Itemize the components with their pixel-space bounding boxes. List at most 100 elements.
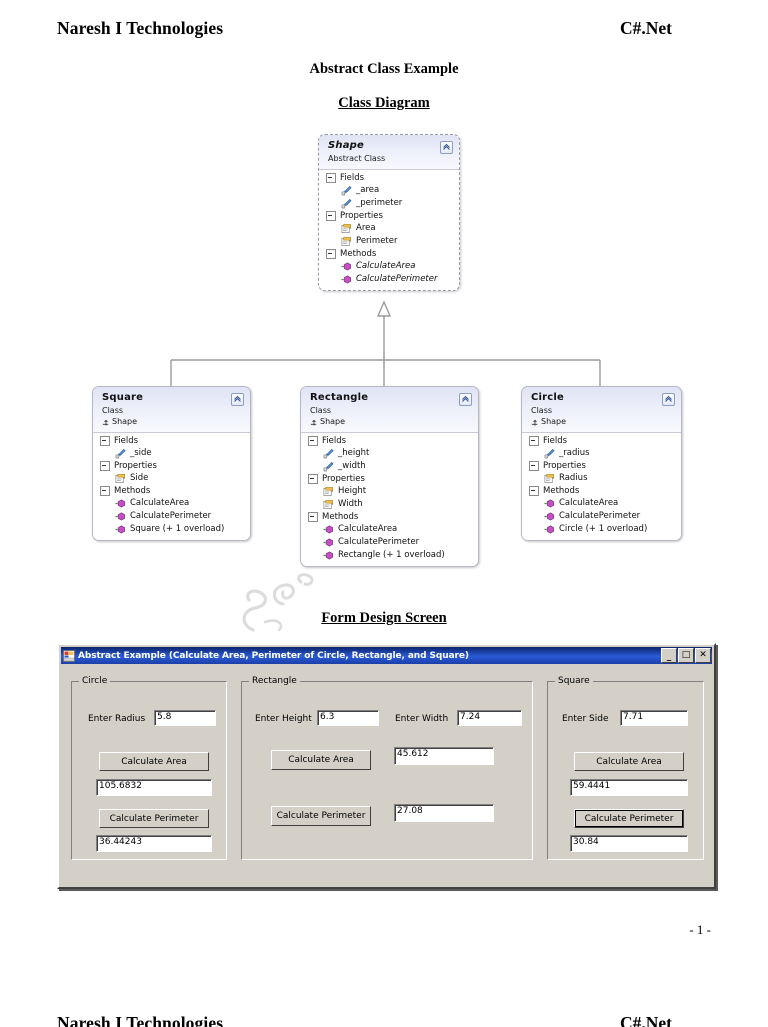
uml-section-fields[interactable]: Fields bbox=[319, 172, 459, 184]
inheritance-connectors bbox=[170, 300, 601, 386]
button-circle-calculate-area[interactable]: Calculate Area bbox=[99, 752, 209, 771]
uml-section-methods[interactable]: Methods bbox=[319, 248, 459, 260]
uml-member-label: CalculateArea bbox=[356, 261, 416, 271]
uml-base-label: Shape bbox=[541, 417, 567, 426]
expander-icon[interactable] bbox=[326, 249, 336, 259]
uml-member-label: CalculateArea bbox=[338, 524, 398, 534]
expander-icon[interactable] bbox=[529, 436, 539, 446]
uml-class-square[interactable]: Square Class Shape Fields _side Properti… bbox=[92, 386, 251, 541]
uml-method: CalculatePerimeter bbox=[319, 273, 459, 286]
expander-icon[interactable] bbox=[308, 474, 318, 484]
uml-member-label: Square (+ 1 overload) bbox=[130, 524, 225, 534]
uml-property: Width bbox=[301, 498, 478, 511]
uml-class-kind: Abstract Class bbox=[328, 154, 386, 163]
output-square-area[interactable]: 59.4441 bbox=[570, 779, 688, 796]
uml-class-body: Fields _side Properties Side Methods Cal… bbox=[93, 433, 250, 540]
output-circle-perimeter[interactable]: 36.44243 bbox=[96, 835, 212, 852]
uml-section-label: Fields bbox=[543, 436, 568, 446]
expander-icon[interactable] bbox=[100, 486, 110, 496]
uml-field: _perimeter bbox=[319, 197, 459, 210]
button-rectangle-calculate-area[interactable]: Calculate Area bbox=[271, 750, 371, 770]
method-icon bbox=[544, 499, 554, 508]
uml-section-properties[interactable]: Properties bbox=[319, 210, 459, 222]
close-button[interactable]: ✕ bbox=[695, 648, 711, 663]
uml-method: Rectangle (+ 1 overload) bbox=[301, 549, 478, 562]
uml-field: _width bbox=[301, 460, 478, 473]
label-enter-side: Enter Side bbox=[562, 714, 609, 724]
uml-class-header: Circle Class Shape bbox=[522, 387, 681, 433]
vs-form-icon bbox=[63, 649, 75, 662]
uml-class-base: Shape bbox=[531, 416, 674, 427]
uml-member-label: _height bbox=[338, 448, 370, 458]
uml-class-kind: Class bbox=[531, 406, 553, 415]
button-square-calculate-area[interactable]: Calculate Area bbox=[574, 752, 684, 771]
expander-icon[interactable] bbox=[308, 512, 318, 522]
method-icon bbox=[115, 499, 125, 508]
uml-method: Circle (+ 1 overload) bbox=[522, 523, 681, 536]
group-rectangle: Rectangle Enter Height 6.3 Enter Width 7… bbox=[241, 676, 533, 860]
uml-section-fields[interactable]: Fields bbox=[301, 435, 478, 447]
window-title-bar[interactable]: Abstract Example (Calculate Area, Perime… bbox=[61, 647, 712, 664]
header-subject: C#.Net bbox=[620, 18, 672, 38]
expander-icon[interactable] bbox=[326, 211, 336, 221]
button-circle-calculate-perimeter[interactable]: Calculate Perimeter bbox=[99, 809, 209, 828]
field-icon bbox=[341, 198, 352, 209]
page-header: Naresh I Technologies C#.Net bbox=[0, 18, 768, 44]
input-height[interactable]: 6.3 bbox=[317, 710, 379, 726]
uml-property: Radius bbox=[522, 472, 681, 485]
input-radius[interactable]: 5.8 bbox=[154, 710, 216, 726]
class-diagram: Shape Abstract Class Fields _area _perim… bbox=[0, 120, 768, 590]
expander-icon[interactable] bbox=[100, 461, 110, 471]
uml-class-circle[interactable]: Circle Class Shape Fields _radius Proper… bbox=[521, 386, 682, 541]
expander-icon[interactable] bbox=[529, 461, 539, 471]
method-icon bbox=[341, 275, 351, 284]
button-square-calculate-perimeter[interactable]: Calculate Perimeter bbox=[574, 809, 684, 828]
label-enter-radius: Enter Radius bbox=[88, 714, 146, 724]
uml-class-name: Circle bbox=[531, 392, 565, 403]
collapse-chevron-icon[interactable] bbox=[459, 393, 472, 406]
uml-section-fields[interactable]: Fields bbox=[93, 435, 250, 447]
uml-member-label: Rectangle (+ 1 overload) bbox=[338, 550, 445, 560]
collapse-chevron-icon[interactable] bbox=[662, 393, 675, 406]
uml-field: _side bbox=[93, 447, 250, 460]
collapse-chevron-icon[interactable] bbox=[440, 141, 453, 154]
expander-icon[interactable] bbox=[100, 436, 110, 446]
minimize-button[interactable]: _ bbox=[661, 648, 677, 663]
input-side[interactable]: 7.71 bbox=[620, 710, 688, 726]
uml-section-label: Properties bbox=[322, 474, 365, 484]
uml-section-properties[interactable]: Properties bbox=[93, 460, 250, 472]
uml-property: Height bbox=[301, 485, 478, 498]
uml-class-kind: Class bbox=[102, 406, 124, 415]
collapse-chevron-icon[interactable] bbox=[231, 393, 244, 406]
field-icon bbox=[323, 461, 334, 472]
uml-class-shape[interactable]: Shape Abstract Class Fields _area _perim… bbox=[318, 134, 460, 291]
inheritance-arrow-icon bbox=[102, 419, 109, 426]
method-icon bbox=[115, 512, 125, 521]
uml-class-base: Shape bbox=[310, 416, 471, 427]
button-rectangle-calculate-perimeter[interactable]: Calculate Perimeter bbox=[271, 806, 371, 826]
uml-base-label: Shape bbox=[112, 417, 138, 426]
expander-icon[interactable] bbox=[326, 173, 336, 183]
uml-section-methods[interactable]: Methods bbox=[93, 485, 250, 497]
output-square-perimeter[interactable]: 30.84 bbox=[570, 835, 688, 852]
uml-section-label: Fields bbox=[322, 436, 347, 446]
output-rectangle-perimeter[interactable]: 27.08 bbox=[394, 804, 494, 822]
uml-section-methods[interactable]: Methods bbox=[522, 485, 681, 497]
output-rectangle-area[interactable]: 45.612 bbox=[394, 747, 494, 765]
field-icon bbox=[544, 448, 555, 459]
uml-section-fields[interactable]: Fields bbox=[522, 435, 681, 447]
expander-icon[interactable] bbox=[529, 486, 539, 496]
uml-field: _height bbox=[301, 447, 478, 460]
uml-section-methods[interactable]: Methods bbox=[301, 511, 478, 523]
maximize-button[interactable]: □ bbox=[678, 648, 694, 663]
uml-section-properties[interactable]: Properties bbox=[522, 460, 681, 472]
input-width[interactable]: 7.24 bbox=[457, 710, 522, 726]
uml-class-header: Shape Abstract Class bbox=[319, 135, 459, 170]
expander-icon[interactable] bbox=[308, 436, 318, 446]
uml-section-properties[interactable]: Properties bbox=[301, 473, 478, 485]
uml-class-rectangle[interactable]: Rectangle Class Shape Fields _height _wi… bbox=[300, 386, 479, 567]
uml-member-label: CalculatePerimeter bbox=[356, 274, 438, 284]
output-circle-area[interactable]: 105.6832 bbox=[96, 779, 212, 796]
field-icon bbox=[341, 185, 352, 196]
uml-field: _area bbox=[319, 184, 459, 197]
